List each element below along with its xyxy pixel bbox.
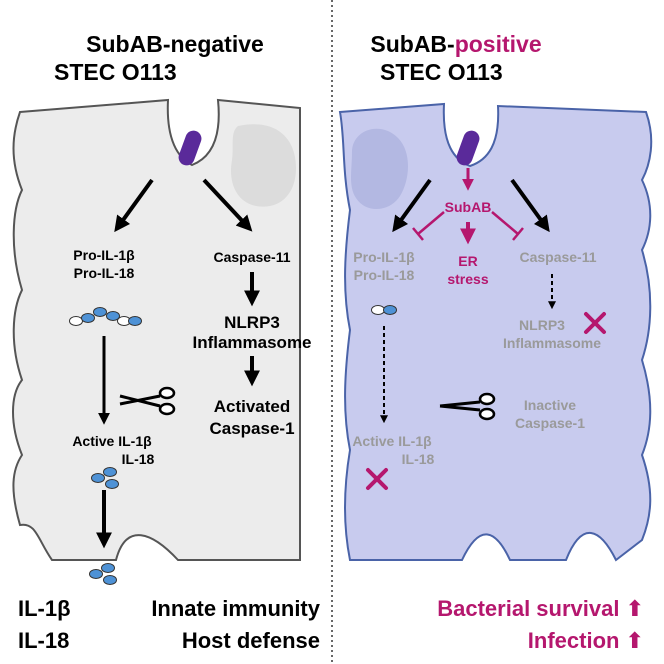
bottom-host-defense: Host defense — [182, 628, 320, 653]
right-caspase11: Caspase-11 — [519, 249, 596, 265]
right-inhibit-left — [412, 211, 445, 241]
left-active-il1b: Active IL-1β — [72, 433, 152, 449]
right-x-active-il-icon — [366, 468, 388, 490]
right-arrow-to-pro-il — [392, 178, 432, 233]
right-title-line1: SubAB-positive — [370, 31, 541, 57]
left-secreted-il-cluster — [89, 563, 117, 585]
right-nlrp3: NLRP3 — [519, 317, 565, 333]
right-arrow-to-caspase11 — [510, 178, 550, 233]
right-bacterium — [456, 130, 480, 166]
left-pro-il-cluster — [69, 307, 142, 326]
right-cell-body — [338, 102, 653, 562]
left-nucleus — [231, 124, 296, 207]
right-pro-il1b: Pro-IL-1β — [353, 249, 415, 265]
bottom-il1b: IL-1β — [18, 596, 71, 621]
right-inactive: Inactive — [524, 397, 576, 413]
right-active-il1b: Active IL-1β — [352, 433, 432, 449]
right-inflammasome: Inflammasome — [503, 335, 601, 351]
right-inhibit-right — [491, 211, 524, 241]
right-stress: stress — [447, 271, 488, 287]
left-caspase1: Caspase-1 — [209, 419, 294, 438]
left-activated: Activated — [214, 397, 291, 416]
left-pro-il18: Pro-IL-18 — [74, 265, 135, 281]
left-title-line1: SubAB-negative — [86, 31, 264, 57]
left-inflammasome: Inflammasome — [192, 333, 311, 352]
left-nlrp3: NLRP3 — [224, 313, 280, 332]
left-arrow-to-caspase11 — [202, 178, 253, 232]
right-title-prefix: SubAB- — [370, 31, 454, 57]
left-cell-body — [12, 98, 301, 561]
left-arrow-to-pro-il — [114, 178, 154, 233]
left-bacterium — [178, 130, 202, 166]
right-scissors-icon — [439, 392, 496, 421]
right-title-line2: STEC O113 — [380, 59, 503, 85]
right-x-nlrp3-icon — [584, 312, 606, 334]
left-pro-il1b: Pro-IL-1β — [73, 247, 135, 263]
left-active-il-cluster — [91, 467, 119, 489]
right-pro-il-cluster — [371, 305, 397, 315]
left-scissors-icon — [119, 386, 176, 416]
right-subab: SubAB — [445, 199, 492, 215]
left-title-line2: STEC O113 — [54, 59, 177, 85]
bottom-bacterial-survival: Bacterial survival ⬆ — [437, 596, 644, 621]
right-nucleus — [351, 128, 408, 210]
right-title-highlight: positive — [455, 31, 542, 57]
bottom-il18: IL-18 — [18, 628, 69, 653]
right-il18: IL-18 — [402, 451, 435, 467]
bottom-infection: Infection ⬆ — [528, 628, 644, 653]
left-caspase11: Caspase-11 — [213, 249, 290, 265]
bottom-innate-immunity: Innate immunity — [151, 596, 320, 621]
right-caspase1: Caspase-1 — [515, 415, 585, 431]
right-er: ER — [458, 253, 477, 269]
left-il18: IL-18 — [122, 451, 155, 467]
right-pro-il18: Pro-IL-18 — [354, 267, 415, 283]
